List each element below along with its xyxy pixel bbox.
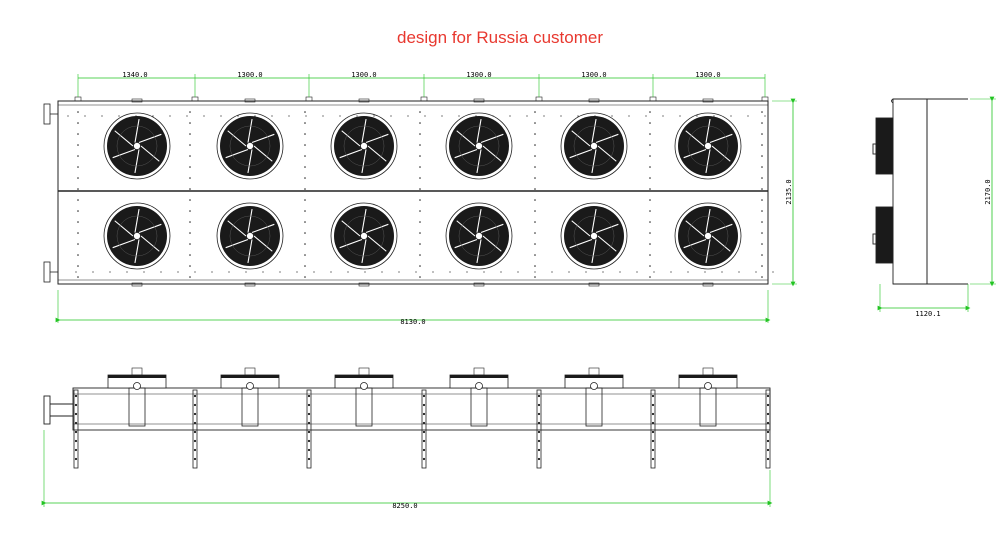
fan-icon	[103, 202, 171, 270]
dim-1340: 1340.0	[122, 71, 147, 79]
dim-1300-b: 1300.0	[351, 71, 376, 79]
fan-icon	[103, 112, 171, 180]
support-leg	[650, 389, 656, 469]
support-leg	[421, 389, 427, 469]
side-dimensions: 1120.1 2170.0	[877, 96, 996, 318]
fan-icon	[330, 202, 398, 270]
support-leg	[192, 389, 198, 469]
front-view	[43, 367, 771, 469]
top-view-frame	[57, 100, 769, 285]
fan-icon	[674, 202, 742, 270]
dim-2170: 2170.0	[984, 179, 992, 204]
front-fan-housing	[334, 367, 394, 427]
front-body	[72, 387, 771, 431]
dim-8130: 8130.0	[400, 318, 425, 326]
top-dimensions: 1340.0 1300.0 1300.0 1300.0 1300.0 1300.…	[55, 71, 797, 326]
fan-icon	[216, 112, 284, 180]
front-fan-housing	[449, 367, 509, 427]
side-fan-upper	[875, 117, 894, 175]
fan-icon	[674, 112, 742, 180]
dim-1300-d: 1300.0	[581, 71, 606, 79]
support-leg	[765, 389, 771, 469]
dim-1120: 1120.1	[915, 310, 940, 318]
front-fan-housing	[564, 367, 624, 427]
front-fan-housing	[678, 367, 738, 427]
dim-1300-a: 1300.0	[237, 71, 262, 79]
side-fan-lower	[875, 206, 894, 264]
fan-icon	[330, 112, 398, 180]
dim-1300-e: 1300.0	[695, 71, 720, 79]
fan-icon	[560, 112, 628, 180]
top-view	[43, 96, 774, 287]
fan-icon	[216, 202, 284, 270]
dim-1300-c: 1300.0	[466, 71, 491, 79]
drawing-title: design for Russia customer	[397, 28, 603, 47]
dim-2135: 2135.0	[785, 179, 793, 204]
front-dimensions: 8250.0	[41, 430, 773, 510]
fan-icon	[445, 202, 513, 270]
front-fan-housing	[220, 367, 280, 427]
fan-icon	[445, 112, 513, 180]
side-view	[872, 98, 968, 285]
support-leg	[73, 389, 79, 469]
support-leg	[306, 389, 312, 469]
fan-icon	[560, 202, 628, 270]
dim-8250: 8250.0	[392, 502, 417, 510]
support-leg	[536, 389, 542, 469]
front-fan-housing	[107, 367, 167, 427]
